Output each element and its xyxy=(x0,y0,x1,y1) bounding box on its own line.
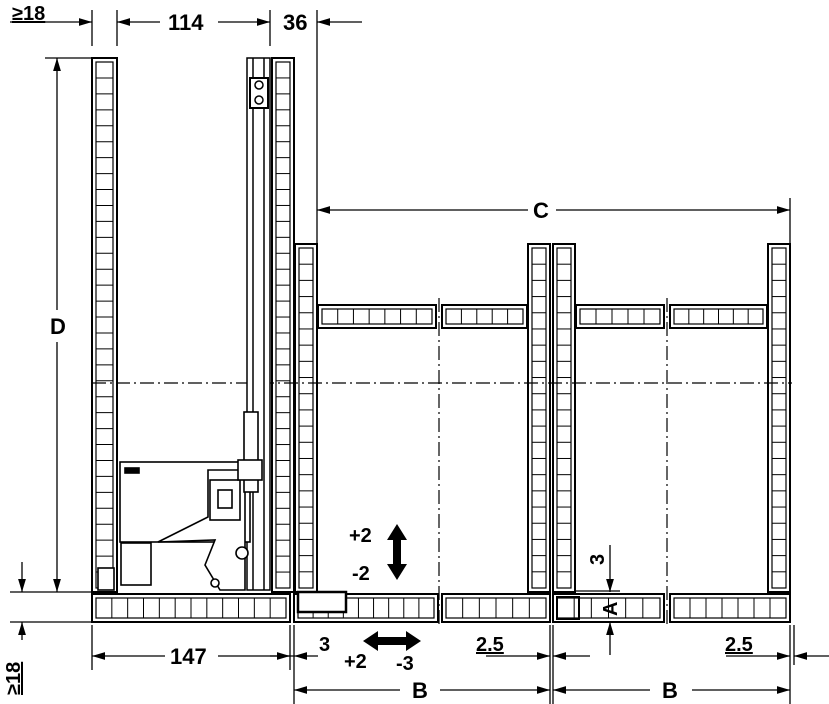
side-adjust-minus: -3 xyxy=(396,653,414,675)
latch-plate xyxy=(556,596,580,620)
cabinet-partition xyxy=(271,57,295,593)
latch-plate xyxy=(296,590,348,614)
horizontal-adjust-arrow-icon xyxy=(363,631,421,651)
drawer-back-rail xyxy=(669,304,768,329)
boards xyxy=(91,57,791,623)
width-b-label: B xyxy=(662,678,678,703)
gap-2-5-label: 2.5 xyxy=(725,634,753,656)
drawer-back-rail xyxy=(317,304,437,329)
gap-3-vertical-label: 3 xyxy=(587,554,609,565)
dimension-lines xyxy=(10,10,829,704)
drawer-back-rail xyxy=(441,304,528,329)
drawer-side xyxy=(767,243,791,593)
drawer-bottom xyxy=(669,593,791,623)
height-a-label: A xyxy=(600,602,622,616)
drawer-side xyxy=(294,243,318,593)
bottom-width-label: 147 xyxy=(170,644,207,669)
side-adjust-plus: +2 xyxy=(344,651,367,673)
vertical-adjust-plus: +2 xyxy=(349,525,372,547)
drawer-side xyxy=(552,243,576,593)
screw-icon xyxy=(254,80,264,90)
vertical-adjust-arrow-icon xyxy=(387,524,407,580)
screw-icon xyxy=(254,95,264,105)
rail-offset-label: 36 xyxy=(283,10,307,35)
min-bottom-label: ≥18 xyxy=(3,662,25,695)
drawer-side xyxy=(527,243,551,593)
gap-2-5-label: 2.5 xyxy=(476,634,504,656)
width-b-label: B xyxy=(412,678,428,703)
drawer-bottom xyxy=(441,593,551,623)
drawer-back-rail xyxy=(575,304,665,329)
depth-d-label: D xyxy=(50,314,66,339)
width-c-label: C xyxy=(533,198,549,223)
gap-3-label: 3 xyxy=(319,634,330,656)
center-lines xyxy=(92,298,792,625)
min-side-label: ≥18 xyxy=(12,3,45,25)
cabinet-side-left xyxy=(91,57,118,593)
rail-spacing-label: 114 xyxy=(168,10,204,35)
cabinet-bottom xyxy=(91,593,291,623)
vertical-adjust-minus: -2 xyxy=(352,563,370,585)
push-latch-mechanism xyxy=(97,411,263,591)
